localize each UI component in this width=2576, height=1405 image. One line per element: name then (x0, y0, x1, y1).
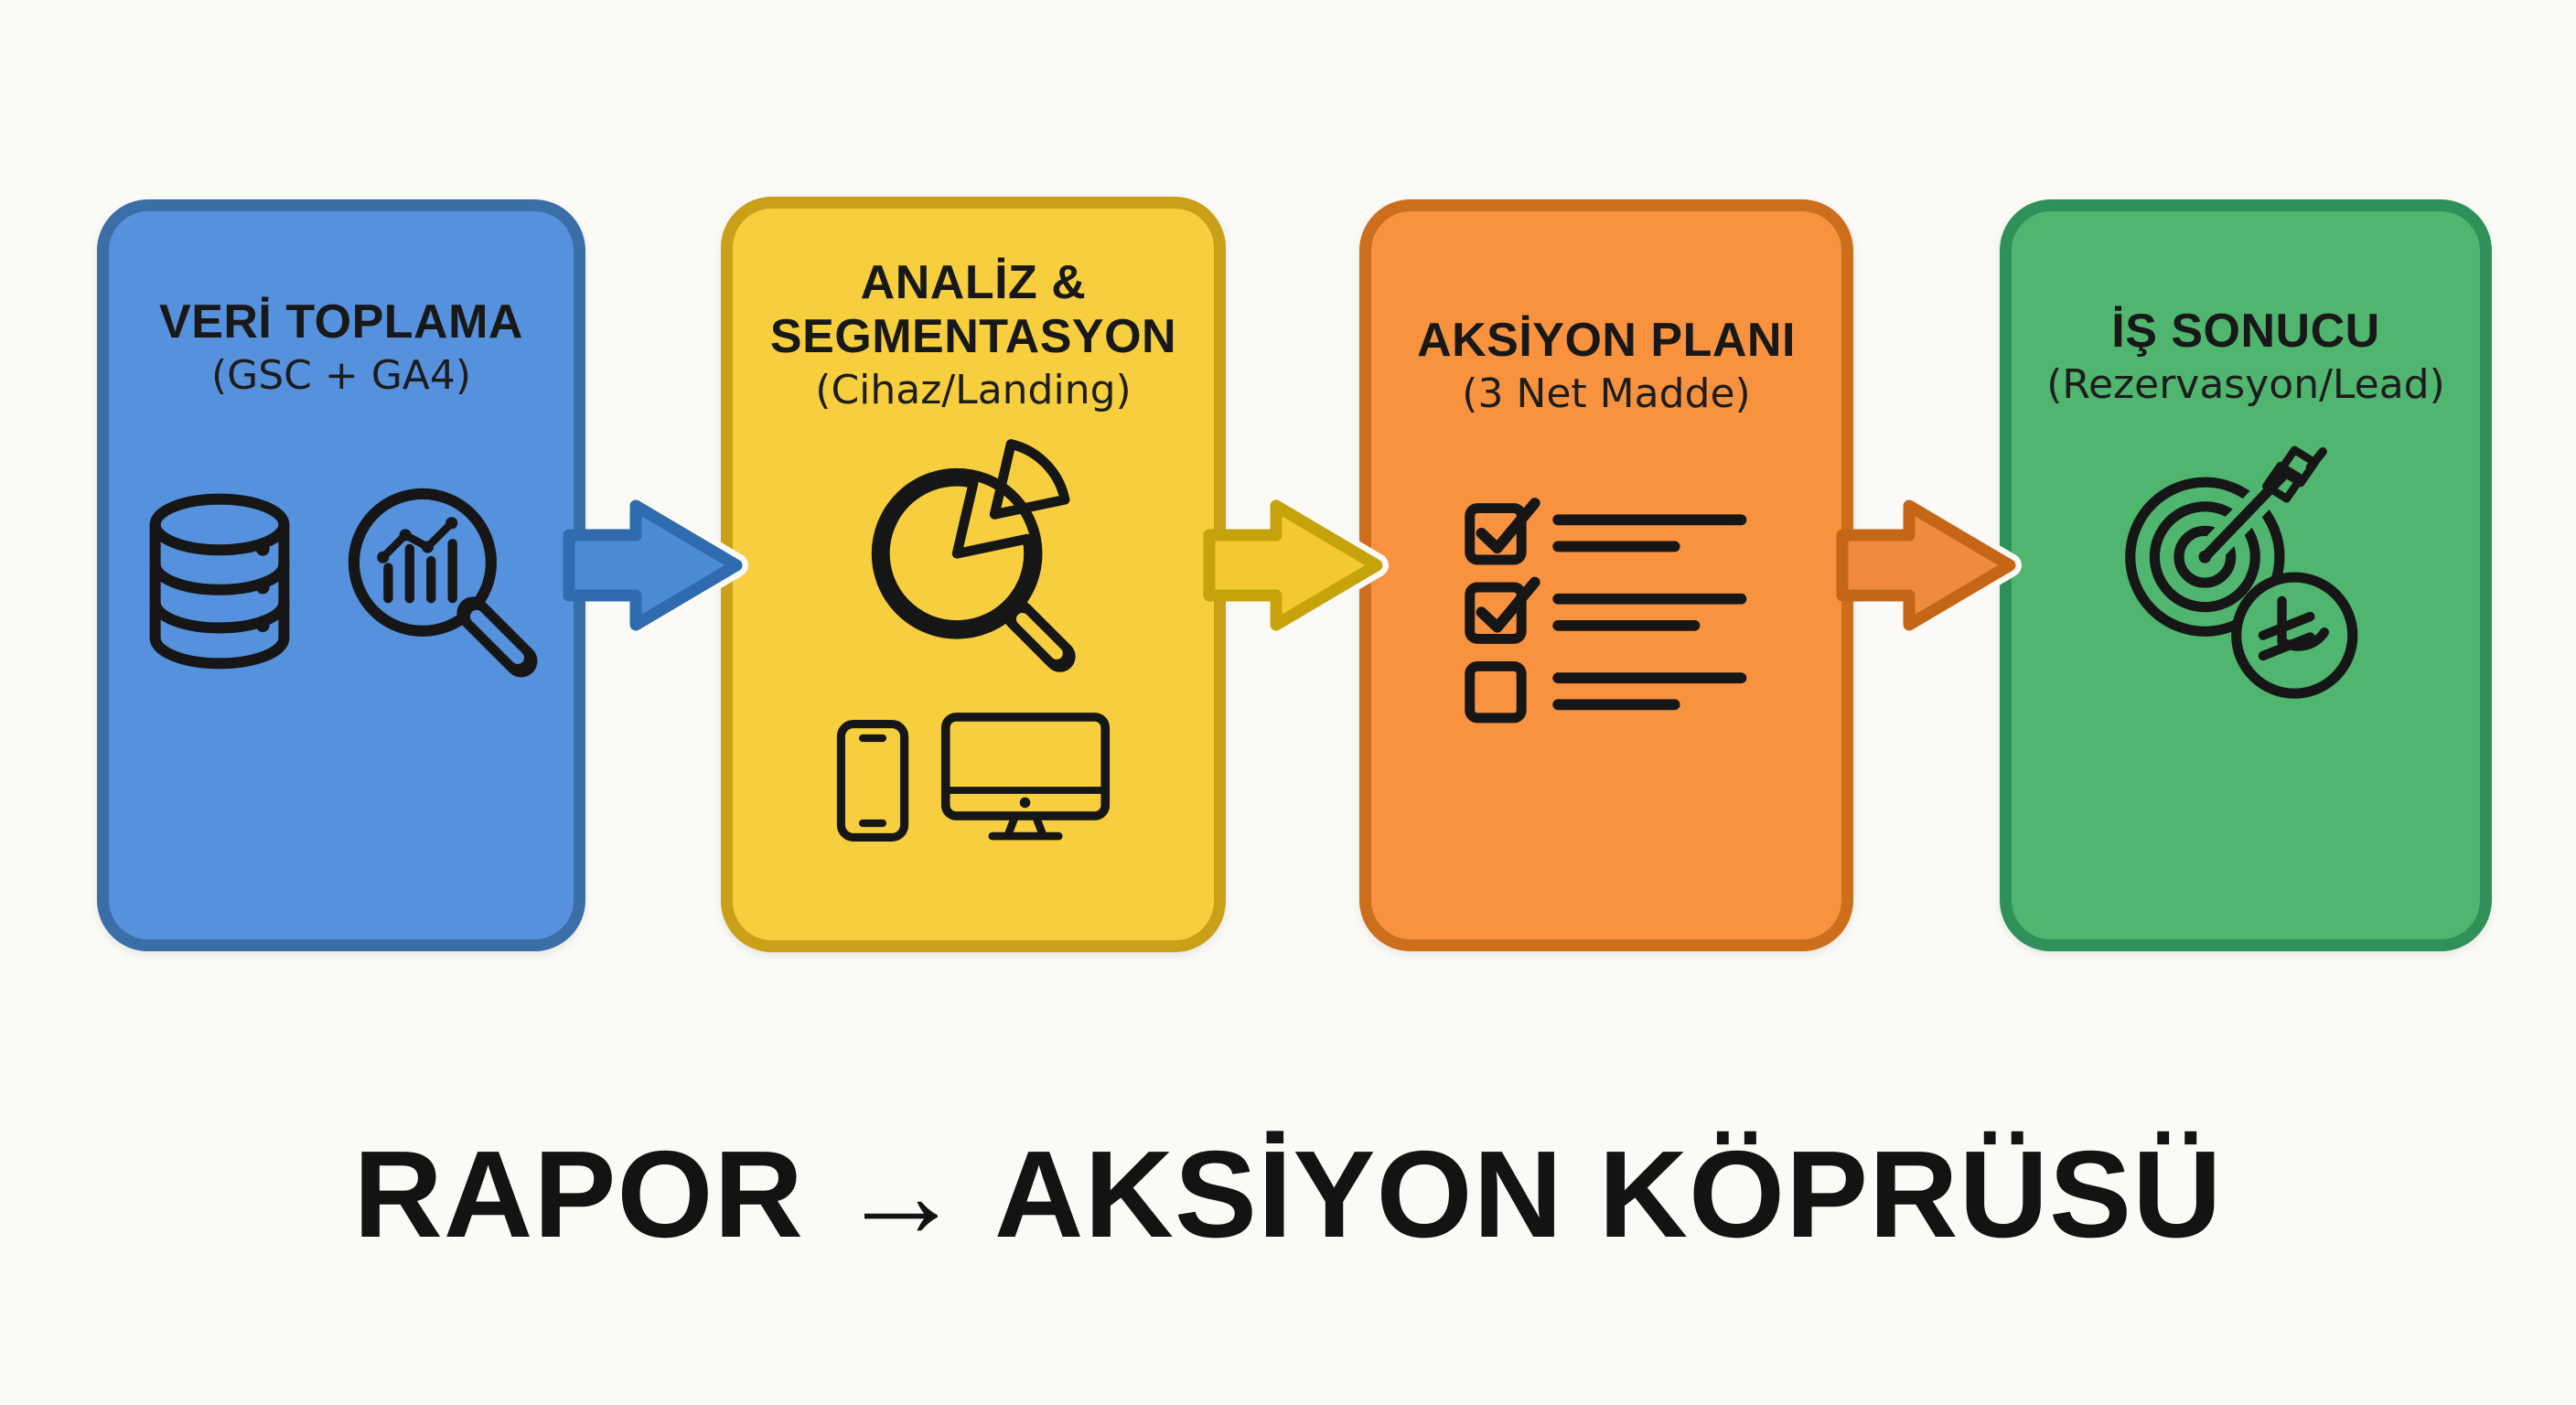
checklist-icon (1465, 495, 1748, 745)
flow-arrow-3 (1836, 488, 2022, 643)
step-subtitle: (3 Net Madde) (1462, 370, 1751, 417)
step-title: VERİ TOPLAMA (159, 295, 523, 349)
target-dart-icon (2112, 444, 2379, 699)
step-icons (139, 478, 544, 684)
smartphone-icon (835, 718, 910, 843)
step-card-veri-toplama: VERİ TOPLAMA (GSC + GA4) (97, 199, 585, 951)
step-title: ANALİZ &SEGMENTASYON (769, 256, 1177, 363)
step-subtitle: (Cihaz/Landing) (815, 366, 1132, 413)
chart-magnifier-icon (338, 478, 544, 684)
devices-icons (835, 711, 1111, 843)
step-title: İŞ SONUCU (2111, 305, 2380, 358)
flow-arrow-1 (563, 488, 748, 643)
database-icon (139, 484, 300, 679)
step-subtitle: (Rezervasyon/Lead) (2046, 360, 2445, 408)
step-card-is-sonucu: İŞ SONUCU (Rezervasyon/Lead) (2000, 199, 2492, 951)
pie-magnifier-icon (851, 433, 1096, 678)
step-subtitle: (GSC + GA4) (210, 351, 472, 399)
footer-headline: RAPOR → AKSİYON KÖPRÜSÜ (353, 1125, 2223, 1263)
monitor-icon (939, 711, 1111, 843)
step-card-analiz-segmentasyon: ANALİZ &SEGMENTASYON (Cihaz/Landing) (721, 197, 1226, 952)
step-title: AKSİYON PLANI (1417, 314, 1796, 367)
lira-coin-icon (2231, 572, 2358, 699)
flow-arrow-2 (1203, 488, 1389, 643)
step-card-aksiyon-plani: AKSİYON PLANI (3 Net Madde) (1359, 199, 1853, 951)
